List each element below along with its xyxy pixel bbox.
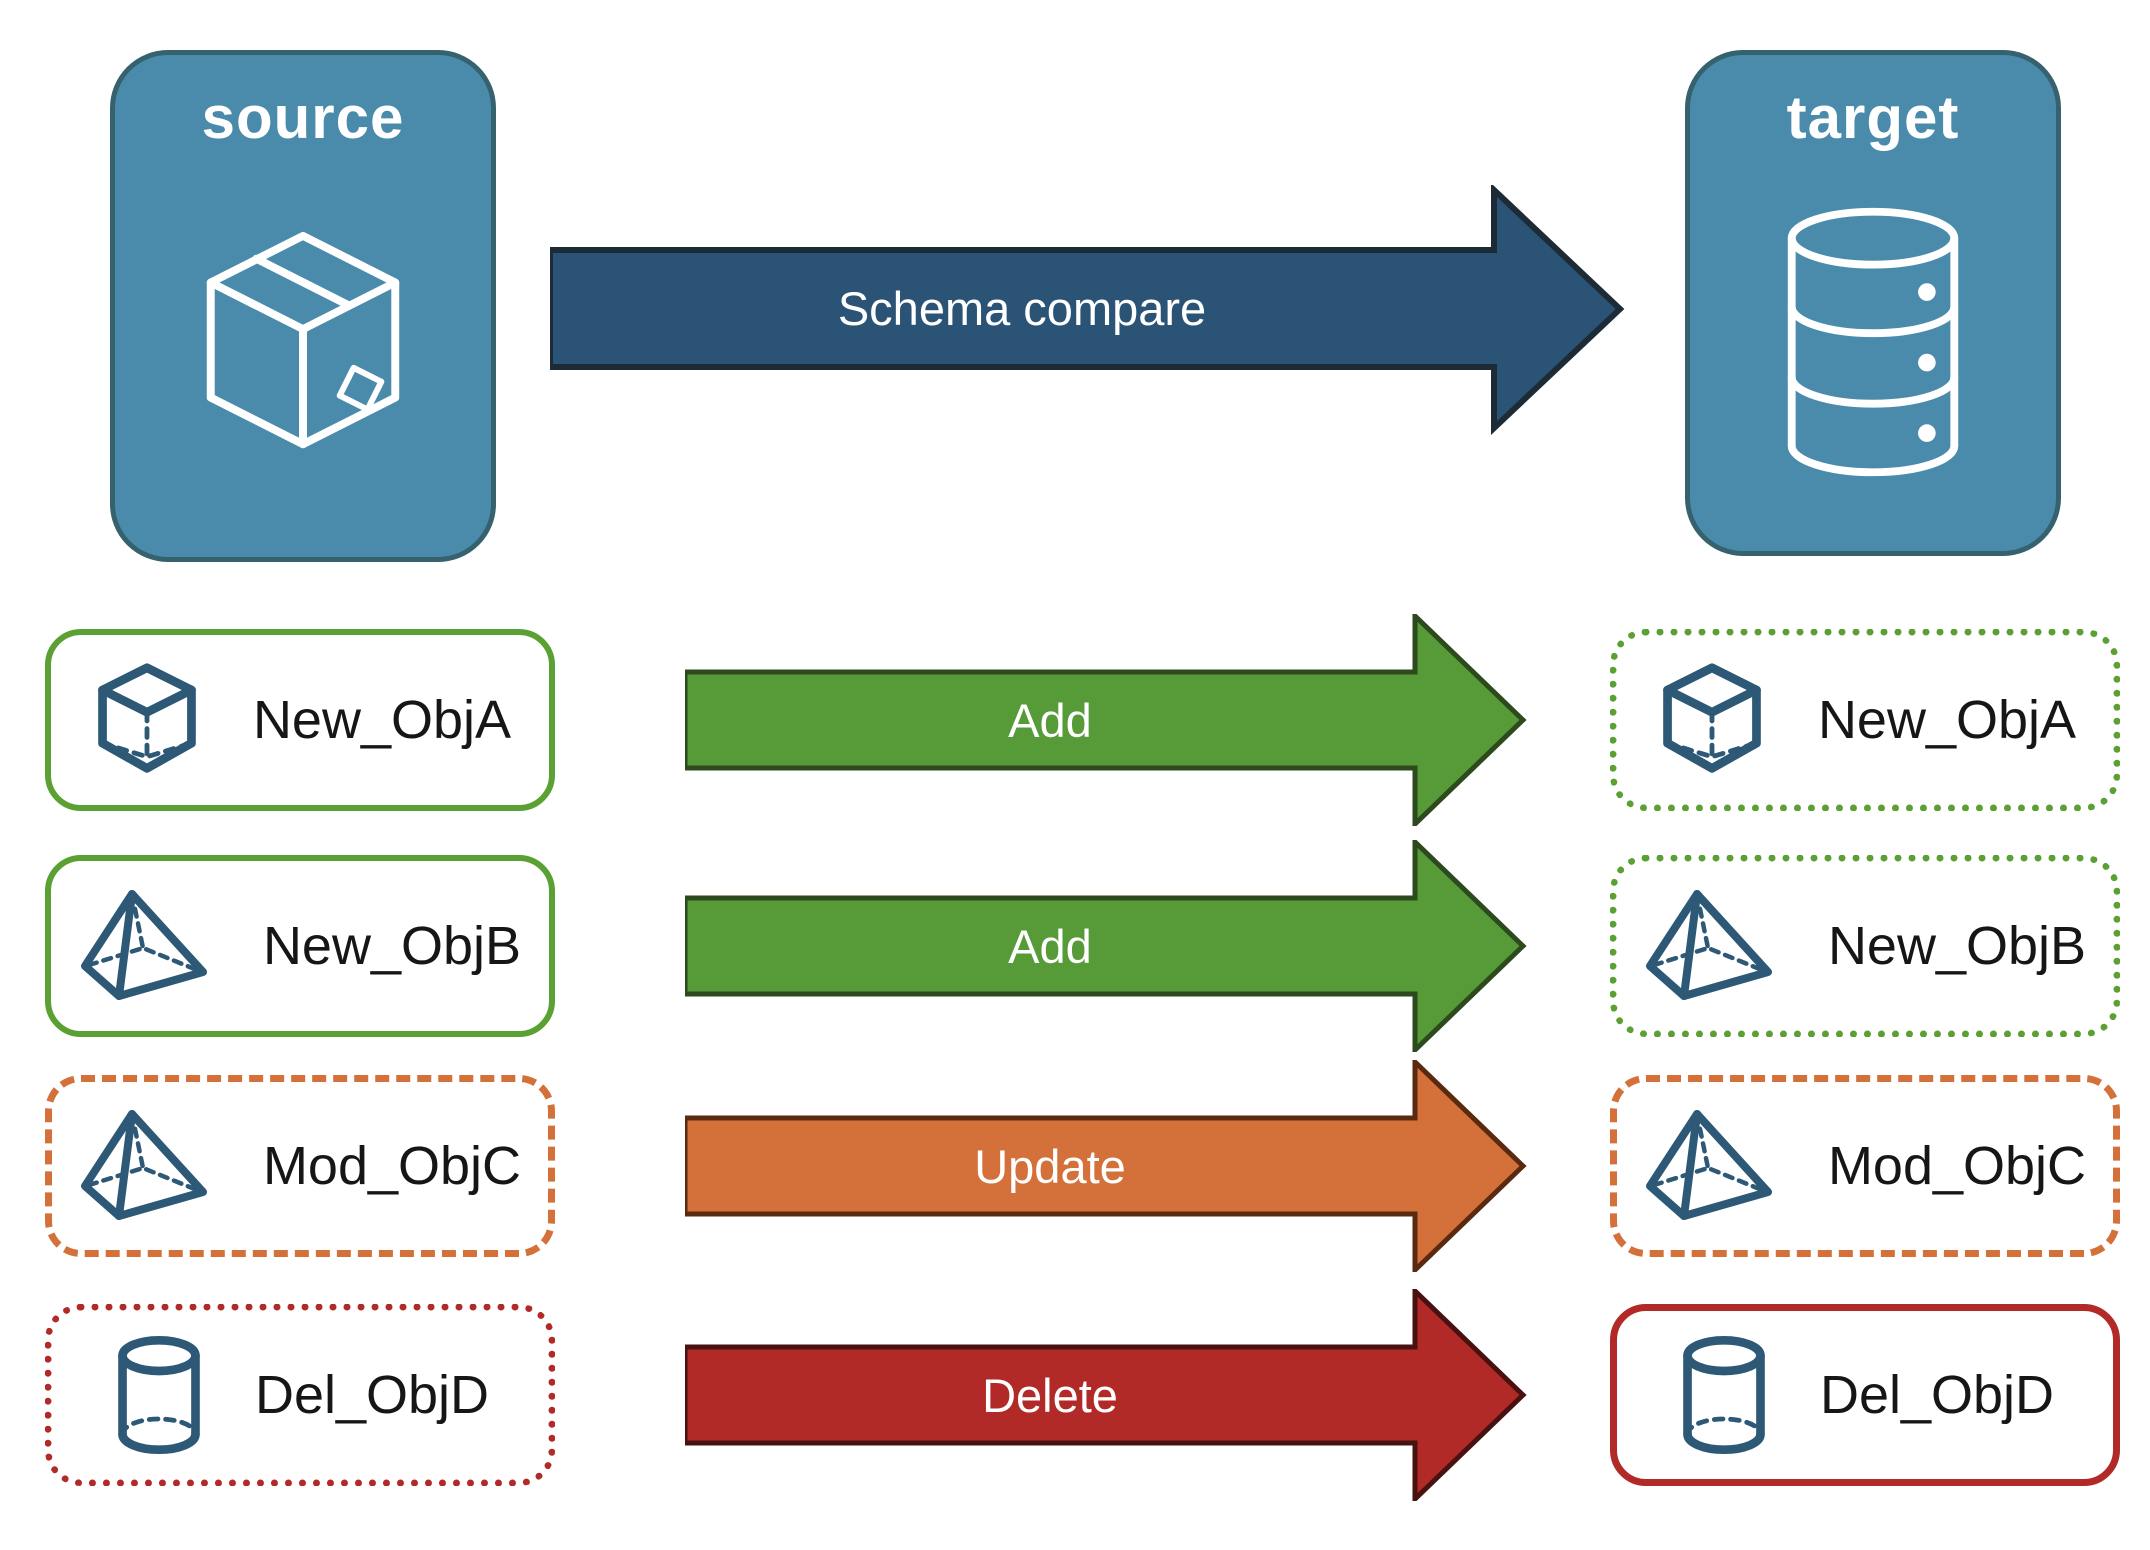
pyramid-icon (79, 1108, 215, 1224)
object-label: New_ObjB (1827, 916, 2087, 976)
object-label: New_ObjA (252, 690, 512, 750)
source-panel-title: source (201, 84, 405, 151)
object-label: Mod_ObjC (262, 1136, 522, 1196)
add-arrow-shape (685, 840, 1527, 1052)
source-object-card-new-objb: New_ObjB (45, 855, 555, 1037)
add-arrow-label: Add (1008, 693, 1092, 747)
pyramid-icon (79, 888, 215, 1004)
pyramid-icon (1644, 888, 1780, 1004)
target-object-card-del-objd: Del_ObjD (1610, 1304, 2120, 1486)
schema-compare-arrow-shape (550, 185, 1625, 435)
delete-arrow-label: Delete (982, 1368, 1118, 1422)
target-object-card-mod-objc: Mod_ObjC (1610, 1075, 2120, 1257)
source-panel: source (110, 50, 496, 562)
object-label: New_ObjB (262, 916, 522, 976)
object-label: Del_ObjD (254, 1365, 490, 1425)
update-arrow: Update (685, 1060, 1535, 1272)
package-icon-svg (206, 231, 400, 448)
add-arrow-row1: Add (685, 614, 1535, 826)
cube-icon (1654, 660, 1770, 780)
schema-compare-arrow: Schema compare (550, 185, 1635, 435)
source-object-card-del-objd: Del_ObjD (45, 1304, 555, 1486)
update-arrow-label: Update (974, 1139, 1126, 1193)
cylinder-icon (111, 1332, 207, 1458)
target-panel-title: target (1786, 84, 1960, 151)
pyramid-icon (1644, 1108, 1780, 1224)
source-object-card-new-obja: New_ObjA (45, 629, 555, 811)
target-panel: target (1685, 50, 2061, 556)
target-object-card-new-obja: New_ObjA (1610, 629, 2120, 811)
update-arrow-shape (685, 1060, 1527, 1272)
object-label: Del_ObjD (1819, 1365, 2055, 1425)
schema-compare-label: Schema compare (837, 282, 1207, 335)
cube-icon (89, 660, 205, 780)
source-object-card-mod-objc: Mod_ObjC (45, 1075, 555, 1257)
add-arrow-row2: Add (685, 840, 1535, 1052)
target-object-card-new-objb: New_ObjB (1610, 855, 2120, 1037)
add-arrow-shape (685, 614, 1527, 826)
delete-arrow: Delete (685, 1289, 1535, 1501)
database-icon (1760, 152, 1986, 551)
add-arrow-label: Add (1008, 919, 1092, 973)
package-icon (169, 152, 437, 557)
database-icon-svg (1787, 207, 1959, 476)
delete-arrow-shape (685, 1289, 1527, 1501)
cylinder-icon (1676, 1332, 1772, 1458)
object-label: New_ObjA (1817, 690, 2077, 750)
object-label: Mod_ObjC (1827, 1136, 2087, 1196)
